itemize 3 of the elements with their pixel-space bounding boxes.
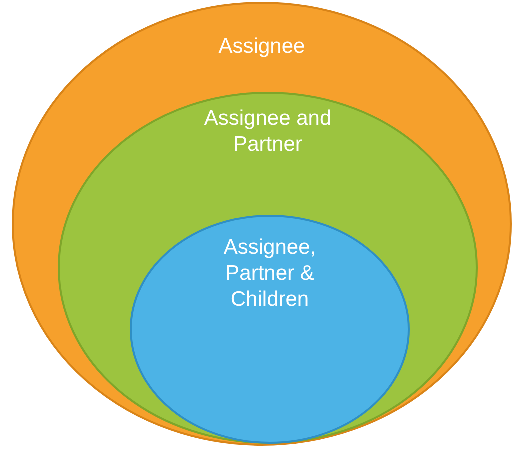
- circle-label: Assignee: [218, 34, 306, 60]
- circle-label: Assignee, Partner & Children: [222, 235, 318, 313]
- circle-label: Assignee and Partner: [203, 106, 333, 158]
